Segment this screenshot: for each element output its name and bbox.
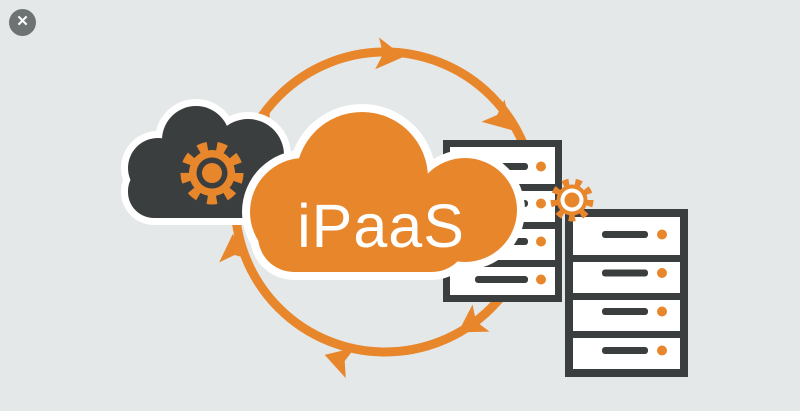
server-slot [602,229,667,240]
server-slot [602,306,667,317]
gear-icon [180,141,244,205]
cloud-label: iPaaS [297,192,465,260]
server-rack-front-icon [565,209,688,377]
gear-icon [550,178,594,222]
server-slot [602,345,667,356]
close-icon: ✕ [16,13,29,30]
close-button[interactable]: ✕ [9,9,36,36]
ipaas-cloud-icon: iPaaS [242,104,525,280]
ipaas-cloud-body [250,112,517,272]
server-slot [475,274,546,285]
server-slot [602,268,667,278]
